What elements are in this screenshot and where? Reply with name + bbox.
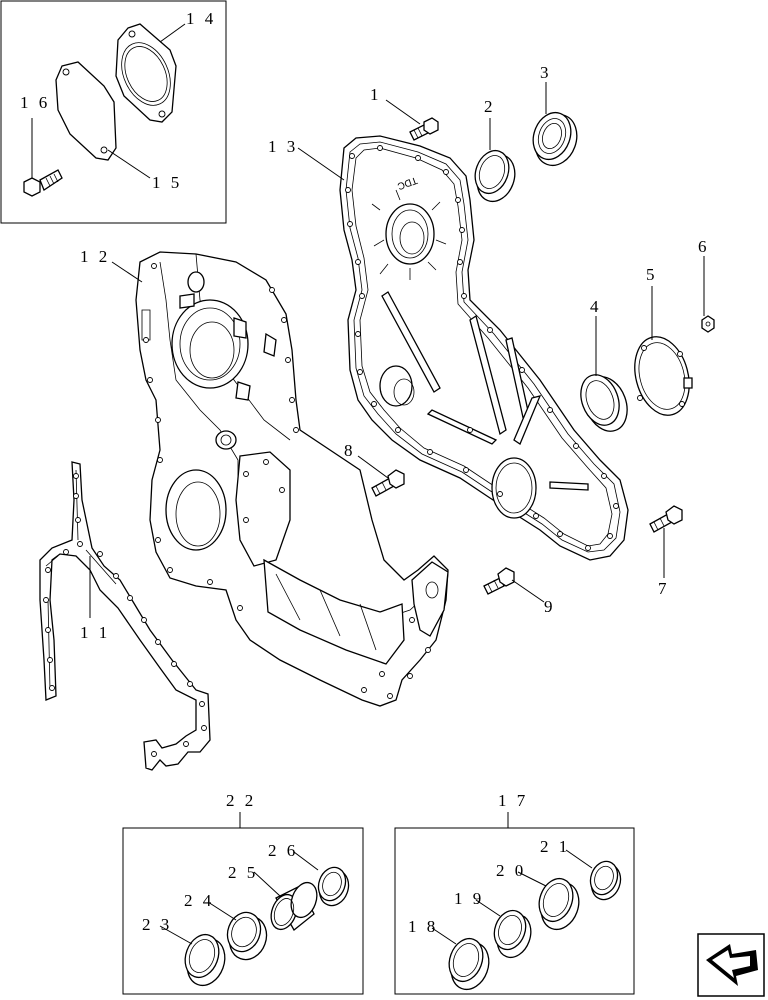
kit-17-box: 1 7 1 8 1 9 2 0 2 1 bbox=[394, 791, 635, 995]
part-23-ring bbox=[184, 933, 226, 987]
page-back-arrow-icon[interactable] bbox=[697, 933, 765, 997]
part-25-sleeve bbox=[270, 881, 318, 931]
inset-box-top-left: 1 4 1 5 1 6 bbox=[0, 0, 227, 224]
part-18-ring bbox=[448, 937, 490, 991]
label-20: 2 0 bbox=[496, 861, 526, 880]
label-19: 1 9 bbox=[454, 889, 484, 908]
label-12: 1 2 bbox=[80, 247, 110, 266]
part-26-ring bbox=[317, 866, 350, 907]
part-15-cover-plate bbox=[55, 61, 117, 161]
label-18: 1 8 bbox=[408, 917, 438, 936]
part-9-bolt bbox=[483, 567, 515, 595]
part-3-oil-seal bbox=[532, 111, 578, 167]
label-24: 2 4 bbox=[184, 891, 214, 910]
part-4-seal-ring bbox=[580, 374, 628, 432]
label-4: 4 bbox=[590, 297, 602, 316]
label-15: 1 5 bbox=[152, 173, 182, 192]
label-13: 1 3 bbox=[268, 137, 298, 156]
part-2-seal-ring bbox=[474, 149, 516, 203]
label-1: 1 bbox=[370, 85, 382, 104]
part-5-adapter-plate bbox=[634, 336, 693, 416]
label-7: 7 bbox=[658, 579, 670, 598]
part-7-bolt bbox=[649, 505, 683, 533]
label-22: 2 2 bbox=[226, 791, 256, 810]
label-2: 2 bbox=[484, 97, 496, 116]
part-20-seal bbox=[538, 877, 580, 931]
part-12-gear-housing bbox=[135, 251, 449, 707]
label-11: 1 1 bbox=[80, 623, 110, 642]
part-21-ring bbox=[589, 860, 622, 901]
kit-22-box: 2 2 2 3 2 4 2 5 2 6 bbox=[122, 791, 364, 995]
label-25: 2 5 bbox=[228, 863, 258, 882]
part-8-bolt bbox=[371, 469, 405, 497]
part-11-housing-gasket bbox=[39, 461, 211, 771]
label-6: 6 bbox=[698, 237, 710, 256]
part-13-front-cover: TDC bbox=[339, 135, 629, 561]
label-21: 2 1 bbox=[540, 837, 570, 856]
part-16-bolt bbox=[23, 169, 63, 197]
label-5: 5 bbox=[646, 265, 658, 284]
part-14-gasket bbox=[115, 23, 177, 123]
part-1-bolt bbox=[409, 117, 439, 141]
label-26: 2 6 bbox=[268, 841, 298, 860]
label-3: 3 bbox=[540, 63, 552, 82]
part-19-bushing bbox=[493, 909, 532, 959]
label-23: 2 3 bbox=[142, 915, 172, 934]
part-6-nut bbox=[701, 315, 715, 333]
label-17: 1 7 bbox=[498, 791, 528, 810]
label-9: 9 bbox=[544, 597, 556, 616]
label-14: 1 4 bbox=[186, 9, 216, 28]
label-8: 8 bbox=[344, 441, 356, 460]
label-16: 1 6 bbox=[20, 93, 50, 112]
part-24-bushing bbox=[226, 911, 268, 961]
